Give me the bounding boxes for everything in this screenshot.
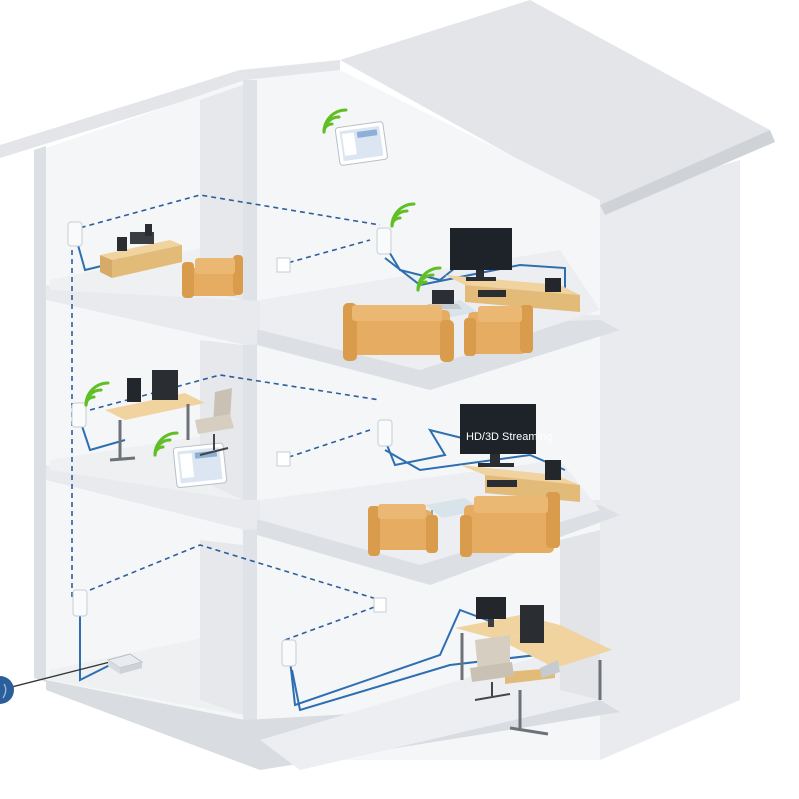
office-chair: [195, 388, 234, 456]
laptop: [540, 660, 560, 678]
adapter-mid-left: [71, 402, 87, 428]
media-box: [487, 480, 517, 487]
sofa: [343, 303, 454, 362]
wifi-icon: [84, 381, 110, 407]
wifi-icon: [153, 431, 179, 457]
monitor: [127, 378, 141, 402]
wall-socket: [373, 597, 387, 613]
central-wall: [243, 80, 257, 755]
powerline-adapters: [67, 221, 393, 667]
top-left-room: [100, 224, 243, 298]
globe-icon: [0, 676, 14, 704]
pc-tower: [152, 370, 178, 400]
flat-tv: [450, 228, 512, 281]
internet-connection: [0, 661, 111, 704]
wall-socket: [276, 257, 291, 273]
tv-bench: [100, 240, 182, 278]
flat-tv: HD/3D Streaming: [460, 404, 552, 467]
ground-right-sidewall: [560, 530, 600, 700]
mid-right-room: HD/3D Streaming: [368, 404, 580, 557]
pc-tower: [520, 605, 544, 643]
left-roof-line: [0, 60, 340, 158]
mid-left-room: [105, 370, 234, 462]
adapter-top-right: [376, 227, 392, 255]
tv-label: HD/3D Streaming: [466, 431, 552, 443]
left-wall-edge: [34, 146, 46, 682]
top-right-room: [343, 228, 580, 362]
monitor: [476, 597, 506, 619]
media-box: [478, 290, 506, 297]
right-exterior-wall: [600, 160, 740, 760]
roof-edge: [600, 130, 775, 215]
wifi-icon: [322, 108, 348, 134]
armchair: [464, 305, 533, 356]
ground-right-room: [455, 597, 612, 736]
game-console: [545, 460, 561, 480]
armchair: [368, 504, 438, 556]
top-left-sidewall: [200, 85, 243, 300]
wall-socket: [276, 451, 291, 467]
router: [106, 653, 144, 674]
armchair: [182, 255, 243, 298]
wifi-icons: [84, 108, 442, 457]
adapter-ground-right: [281, 639, 297, 667]
wifi-icon: [390, 202, 416, 228]
tablet-mid: [172, 442, 228, 488]
ground-left-sidewall: [200, 540, 243, 715]
game-console: [545, 278, 561, 292]
speaker: [117, 237, 127, 251]
sofa: [460, 492, 560, 557]
adapter-mid-right: [377, 419, 393, 447]
ground-left-room: [106, 653, 144, 674]
roof: [340, 0, 770, 205]
tablet-top: [334, 121, 388, 166]
adapter-top-left: [67, 221, 83, 247]
room-floor-ground-left: [50, 630, 240, 715]
monitor-stand: [488, 619, 494, 627]
house-shell: [0, 0, 775, 770]
speaker: [145, 224, 152, 236]
desk: [105, 393, 205, 462]
wifi-icon: [416, 266, 442, 292]
adapter-ground-left: [72, 589, 88, 617]
office-chair: [470, 635, 514, 701]
